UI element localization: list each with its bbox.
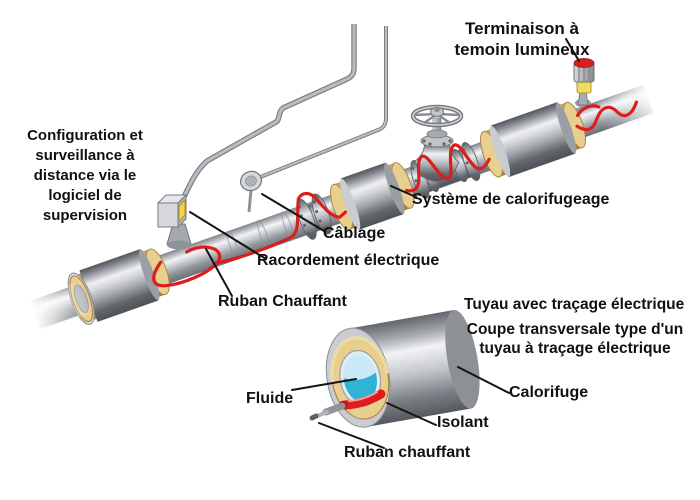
heating-cable [152, 100, 639, 288]
leader-cablage [261, 193, 325, 232]
leader-lines [189, 38, 580, 449]
leader-fluide [291, 378, 357, 391]
leader-racordement [189, 211, 267, 260]
end-termination [573, 58, 595, 107]
conduit-sensor [252, 26, 388, 182]
flange-joint [296, 193, 332, 240]
leader-systeme [390, 185, 417, 198]
insulation-section-3 [480, 101, 587, 178]
section-heating-cable [309, 389, 386, 421]
label-cablage: Câblage [323, 225, 386, 242]
leader-ruban-section [318, 422, 385, 449]
conduit-supervision [181, 24, 357, 199]
valve [410, 104, 464, 182]
sensor-disc [239, 170, 263, 213]
label-isolant: Isolant [437, 414, 489, 431]
label-ruban-chauffant-section: Ruban chauffant [344, 444, 471, 461]
leader-calorifuge [457, 366, 510, 394]
junction-box-label [178, 199, 186, 222]
junction-box [156, 193, 192, 250]
label-calorifuge: Calorifuge [509, 384, 589, 401]
label-fluide: Fluide [246, 390, 294, 407]
leader-isolant [386, 402, 437, 426]
label-systeme-calorifugeage: Système de calorifugeage [412, 191, 610, 208]
label-supervision: Configuration et surveillance à distance… [27, 127, 143, 224]
valve-handwheel [410, 104, 464, 128]
insulation-section-2 [330, 162, 415, 231]
leader-ruban-pipe [205, 248, 233, 297]
label-terminaison: Terminaison à temoin lumineux [454, 19, 590, 59]
label-ruban-chauffant-pipe: Ruban Chauffant [218, 293, 347, 310]
label-racordement-electrique: Racordement électrique [257, 252, 440, 269]
label-coupe-transversale: Coupe transversale type d'un tuyau à tra… [466, 321, 684, 357]
main-pipe [27, 82, 656, 332]
label-tuyau-titre: Tuyau avec traçage électrique [464, 296, 685, 313]
leader-terminaison [565, 38, 580, 62]
conduit-runs [181, 24, 388, 199]
